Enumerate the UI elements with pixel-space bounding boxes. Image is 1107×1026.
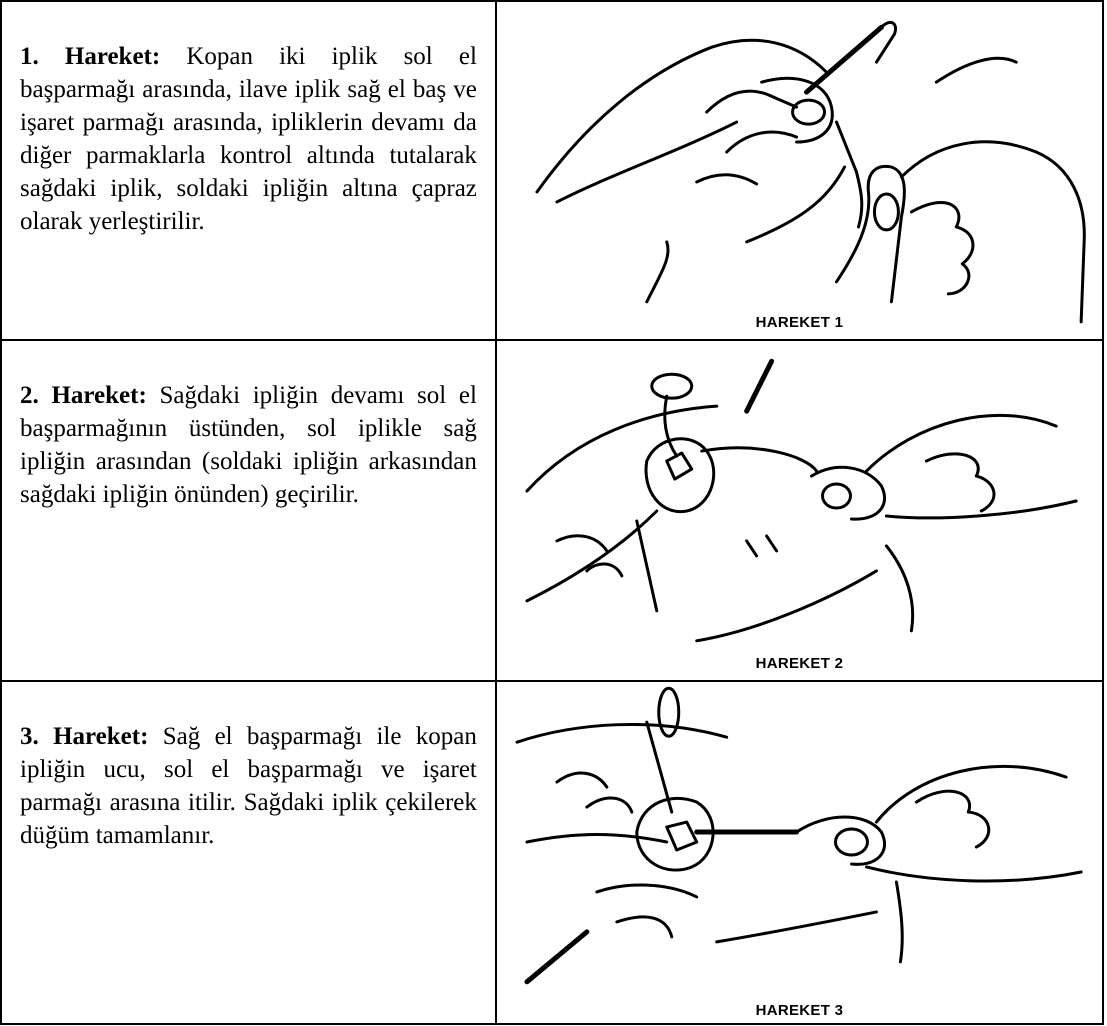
step-1-text-cell: 1. Hareket: Kopan iki iplik sol el başpa… — [1, 1, 496, 340]
step-2-number: 2. — [20, 382, 39, 409]
step-2-heading: Hareket: — [51, 382, 146, 409]
step-1-heading: Hareket: — [65, 43, 160, 70]
step-3-heading: Hareket: — [53, 723, 148, 750]
hands-completing-knot-illustration — [497, 682, 1102, 1023]
step-3-caption: HAREKET 3 — [497, 1002, 1102, 1019]
hands-passing-thread-illustration — [497, 341, 1102, 680]
step-1-description: 1. Hareket: Kopan iki iplik sol el başpa… — [2, 2, 495, 238]
step-1-caption: HAREKET 1 — [497, 314, 1102, 331]
step-2-description: 2. Hareket: Sağdaki ipliğin devamı sol e… — [2, 341, 495, 511]
step-1-image-cell: HAREKET 1 — [496, 1, 1103, 340]
step-3-number: 3. — [20, 723, 39, 750]
step-row-3: 3. Hareket: Sağ el başparmağı ile kopan … — [1, 681, 1103, 1024]
step-2-image-cell: HAREKET 2 — [496, 340, 1103, 681]
step-1-body: Kopan iki iplik sol el başparmağı arasın… — [20, 43, 477, 235]
hands-crossing-threads-illustration — [497, 2, 1102, 339]
step-1-illustration: HAREKET 1 — [497, 2, 1102, 339]
step-2-caption: HAREKET 2 — [497, 655, 1102, 672]
step-3-image-cell: HAREKET 3 — [496, 681, 1103, 1024]
step-2-illustration: HAREKET 2 — [497, 341, 1102, 680]
step-3-description: 3. Hareket: Sağ el başparmağı ile kopan … — [2, 682, 495, 852]
step-1-number: 1. — [20, 43, 39, 70]
step-3-illustration: HAREKET 3 — [497, 682, 1102, 1023]
step-row-1: 1. Hareket: Kopan iki iplik sol el başpa… — [1, 1, 1103, 340]
step-row-2: 2. Hareket: Sağdaki ipliğin devamı sol e… — [1, 340, 1103, 681]
step-2-text-cell: 2. Hareket: Sağdaki ipliğin devamı sol e… — [1, 340, 496, 681]
step-3-text-cell: 3. Hareket: Sağ el başparmağı ile kopan … — [1, 681, 496, 1024]
